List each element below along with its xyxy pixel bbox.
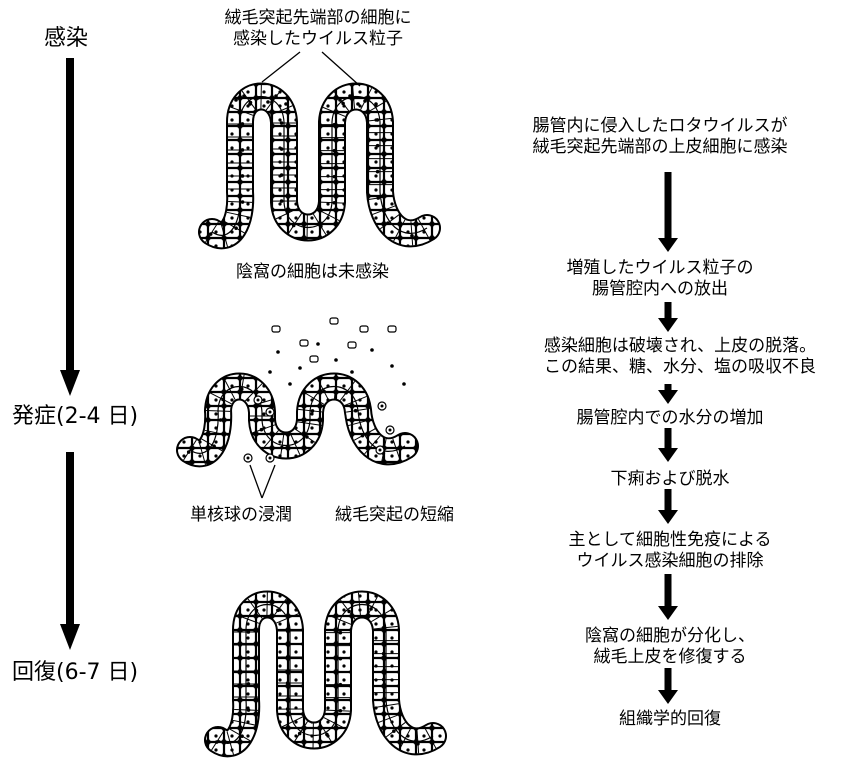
pointer-lines-infiltration	[249, 464, 276, 499]
step-7-line2: 絨毛上皮を修復する	[593, 647, 747, 667]
step-8: 組織学的回復	[560, 709, 780, 730]
step-6: 主として細胞性免疫による ウイルス感染細胞の排除	[540, 530, 800, 572]
step-arrow-7	[658, 668, 678, 704]
step-3-line2: この結果、糖、水分、塩の吸収不良	[544, 357, 816, 377]
step-1-line1: 腸管内に侵入したロタウイルスが	[532, 116, 788, 136]
timeline-label-onset: 発症(2-4 日)	[12, 404, 139, 429]
step-4: 腸管腔内での水分の増加	[540, 408, 800, 429]
step-5: 下痢および脱水	[560, 469, 780, 490]
label-mononuclear-infiltration: 単核球の浸潤	[190, 505, 292, 525]
timeline-arrow-infection-to-onset	[60, 58, 80, 396]
villus-illustration-onset	[176, 317, 419, 468]
step-2-line2: 腸管腔内への放出	[592, 279, 728, 299]
step-3-line1: 感染細胞は破壊され、上皮の脱落。	[543, 336, 817, 356]
step-6-line1: 主として細胞性免疫による	[568, 530, 772, 550]
villus-illustration-recovery	[204, 590, 447, 758]
step-arrow-4	[658, 428, 678, 462]
step-3: 感染細胞は破壊され、上皮の脱落。 この結果、糖、水分、塩の吸収不良	[515, 336, 845, 378]
step-arrow-5	[658, 489, 678, 524]
step-7-line1: 陰窩の細胞が分化し、	[585, 626, 755, 646]
step-7: 陰窩の細胞が分化し、 絨毛上皮を修復する	[560, 626, 780, 668]
pointer-lines-infected-cells	[261, 51, 361, 87]
step-arrow-2	[658, 302, 678, 332]
label-villus-shortening: 絨毛突起の短縮	[335, 505, 454, 525]
label-infected-particles: 絨毛突起先端部の細胞に 感染したウイルス粒子	[218, 8, 418, 50]
label-infected-particles-line1: 絨毛突起先端部の細胞に	[224, 8, 412, 28]
timeline-arrow-onset-to-recovery	[60, 452, 80, 650]
step-arrows	[658, 172, 678, 704]
step-1: 腸管内に侵入したロタウイルスが 絨毛突起先端部の上皮細胞に感染	[500, 116, 820, 158]
step-2: 増殖したウイルス粒子の 腸管腔内への放出	[520, 258, 800, 300]
step-1-line2: 絨毛突起先端部の上皮細胞に感染	[532, 137, 788, 157]
label-crypt-uninfected: 陰窩の細胞は未感染	[236, 262, 389, 282]
villus-illustration-infection	[198, 82, 441, 250]
step-8-line1: 組織学的回復	[619, 709, 721, 729]
label-infected-particles-line2: 感染したウイルス粒子	[233, 29, 403, 49]
step-arrow-3	[658, 384, 678, 404]
step-arrow-1	[658, 172, 678, 252]
step-4-line1: 腸管腔内での水分の増加	[576, 408, 764, 428]
step-6-line2: ウイルス感染細胞の排除	[576, 551, 764, 571]
step-arrow-6	[658, 574, 678, 620]
step-2-line1: 増殖したウイルス粒子の	[566, 258, 754, 278]
step-5-line1: 下痢および脱水	[610, 469, 730, 489]
timeline-label-infection: 感染	[44, 26, 89, 51]
timeline-label-recovery: 回復(6-7 日)	[12, 660, 139, 685]
